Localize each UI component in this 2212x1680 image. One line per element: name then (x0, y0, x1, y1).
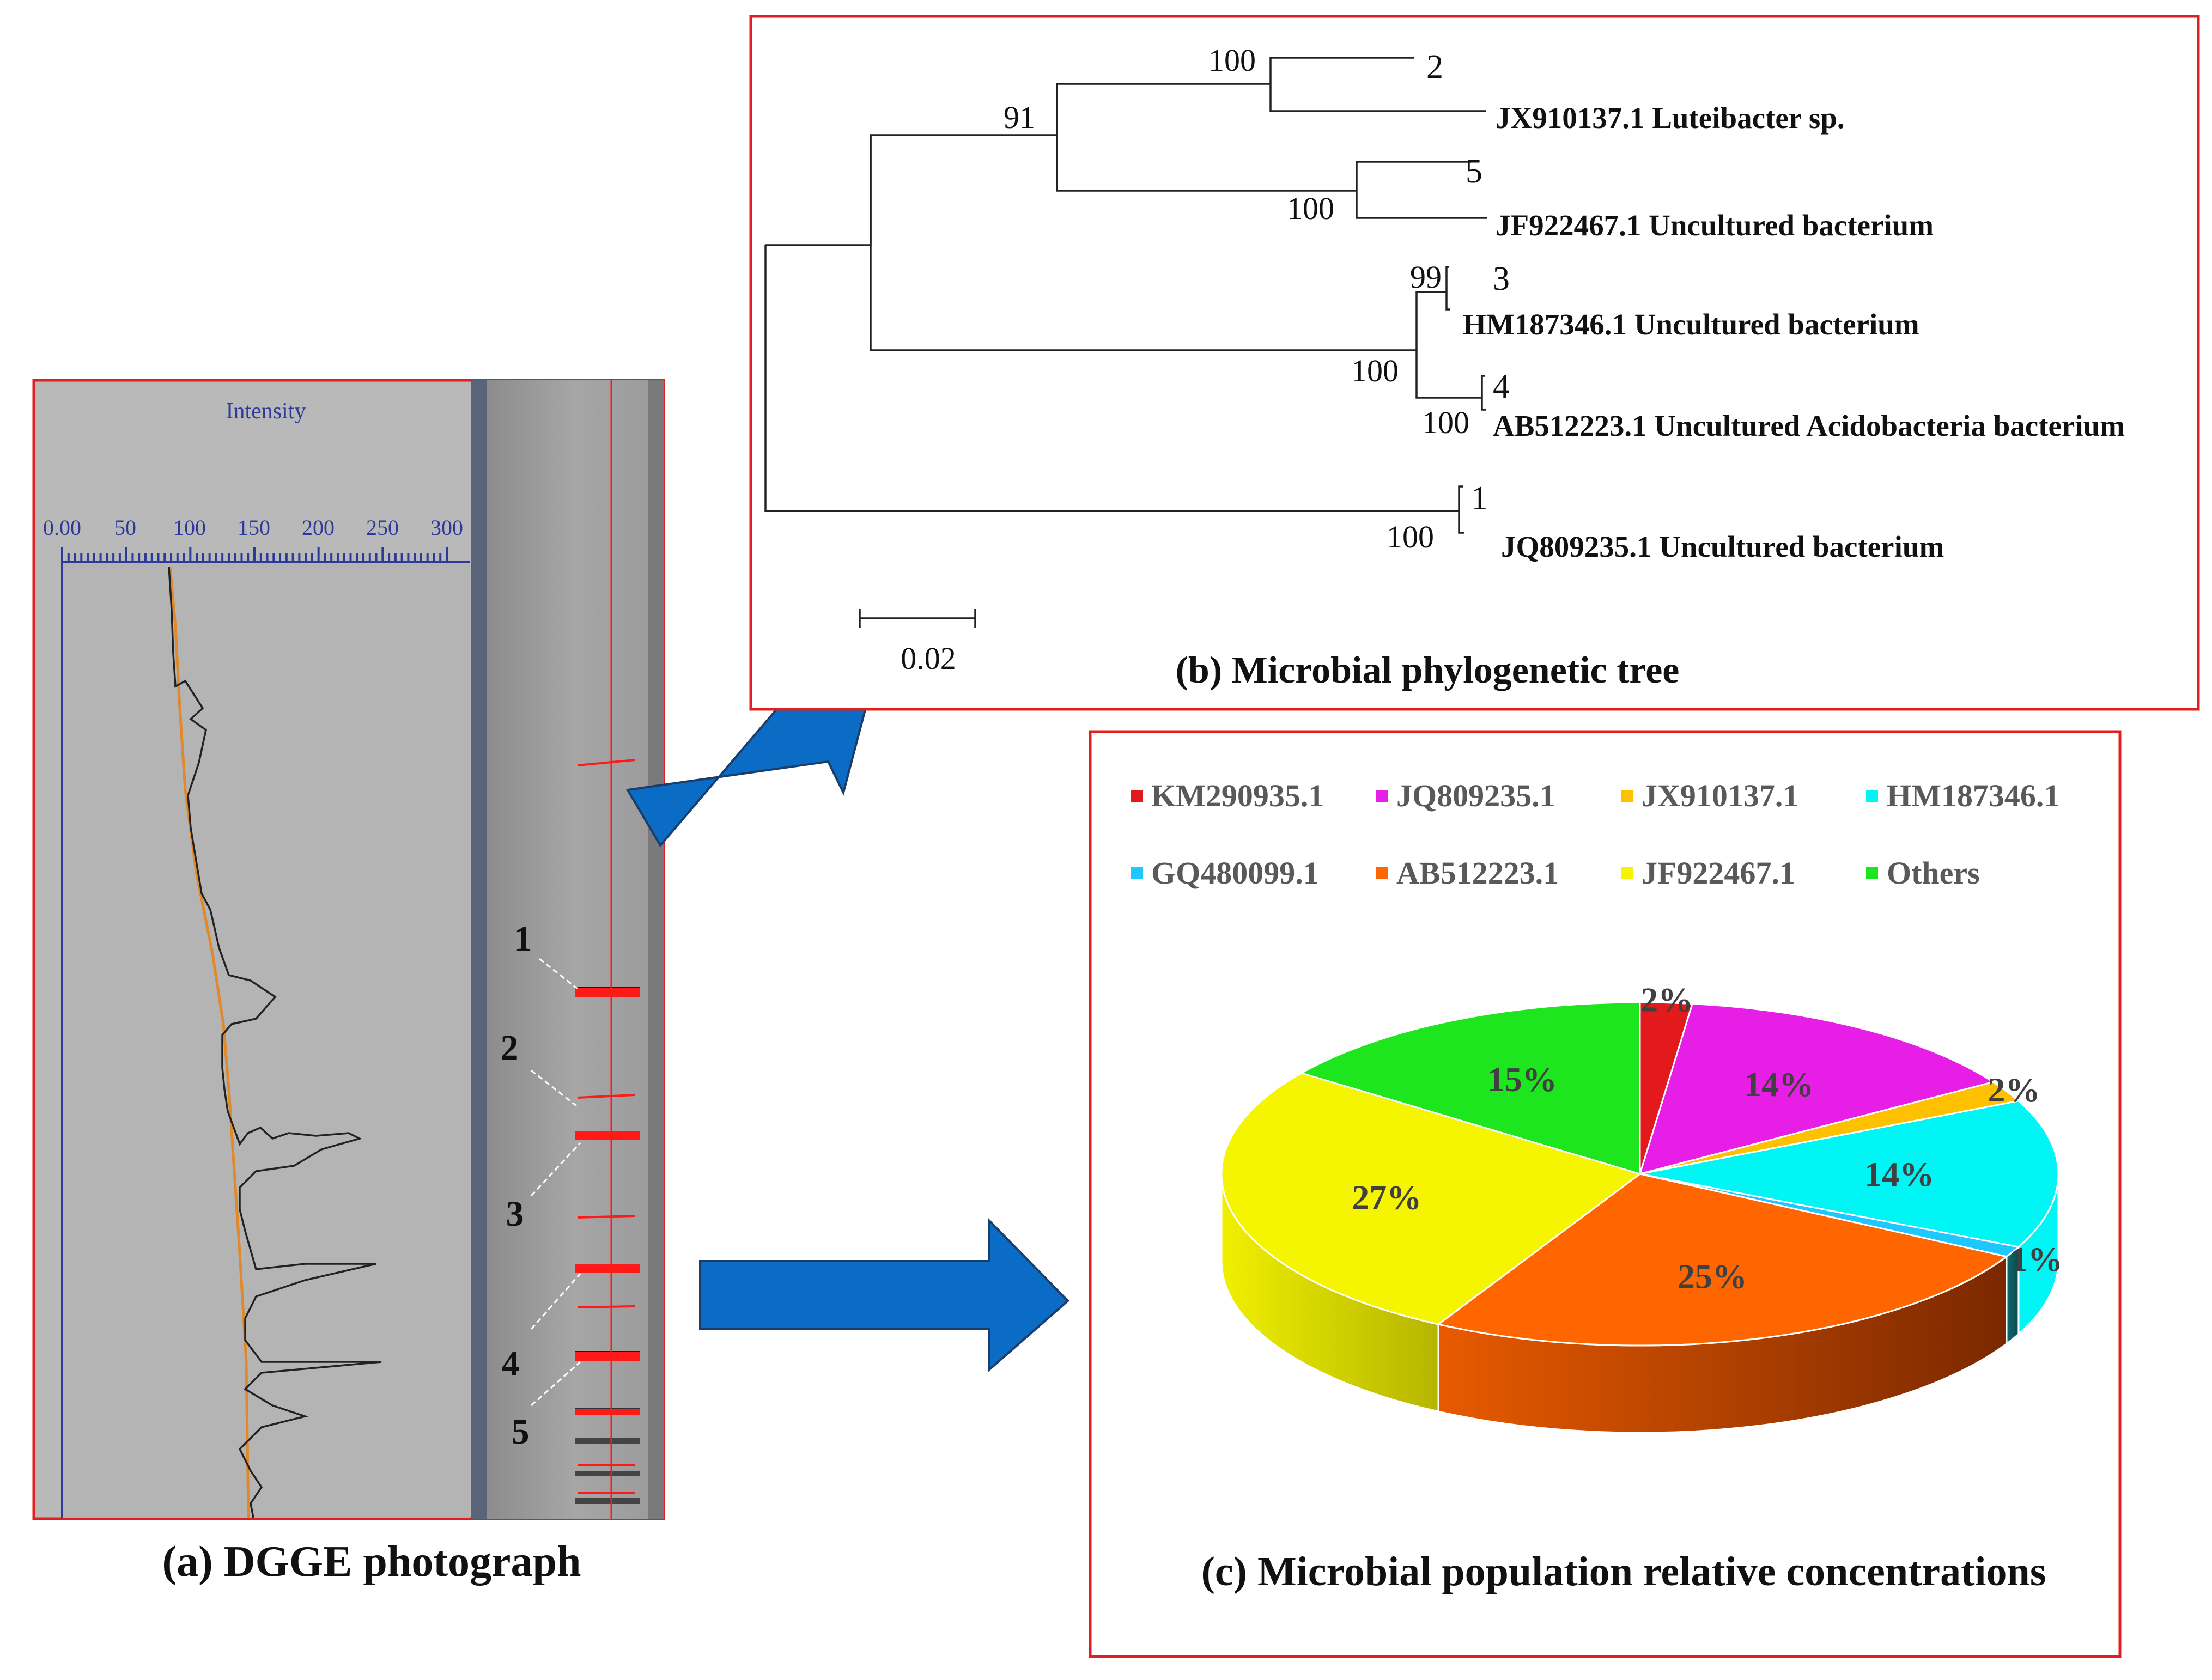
band-markers (575, 759, 640, 1494)
pie-chart: 2% 14% 2% 14% 1% 25% 27% 15% (1220, 980, 2063, 1434)
legend-item: Others (1866, 855, 1980, 891)
intensity-axis-title: Intensity (226, 399, 306, 424)
legend-item: JF922467.1 (1621, 855, 1795, 891)
leaf-label: JQ809235.1 Uncultured bacterium (1501, 530, 1944, 563)
tick-label: 100 (173, 515, 206, 540)
tick-label: 300 (430, 515, 463, 540)
legend-swatch (1376, 867, 1388, 879)
tree-branches (764, 57, 1487, 534)
legend-item: JX910137.1 (1621, 778, 1798, 813)
legend-swatch (1621, 790, 1633, 802)
band-label: 5 (512, 1412, 530, 1452)
pie-top (1220, 1001, 2059, 1347)
leaf-label: JX910137.1 Luteibacter sp. (1496, 101, 1845, 135)
bootstrap-value: 91 (1004, 100, 1035, 135)
band-label: 4 (502, 1344, 520, 1384)
leaf-label: JF922467.1 Uncultured bacterium (1496, 209, 1934, 242)
legend-label: Others (1887, 855, 1980, 891)
pie-legend: KM290935.1 JQ809235.1 JX910137.1 HM187346.1… (1131, 778, 2059, 891)
leaf-label: 2 (1426, 48, 1443, 86)
pie-slice (1299, 1001, 1641, 1176)
legend-label: JX910137.1 (1642, 778, 1798, 813)
tree-leaves: 2 JX910137.1 Luteibacter sp. 5 JF922467.… (1426, 48, 2125, 563)
band-labels: 1 2 3 4 5 (501, 919, 532, 1452)
panel-c-pie: KM290935.1 JQ809235.1 JX910137.1 HM187346.1… (1089, 730, 2122, 1658)
legend-item: KM290935.1 (1131, 778, 1324, 813)
pie-data-label: 1% (2010, 1240, 2063, 1279)
band-label: 3 (506, 1194, 524, 1234)
bootstrap-value: 99 (1410, 259, 1442, 295)
legend-label: HM187346.1 (1887, 778, 2059, 813)
intensity-axis-ticks: 0.00 50 100 150 200 250 300 (43, 515, 463, 540)
gel-lane (487, 380, 663, 1519)
bootstrap-value: 100 (1208, 42, 1256, 78)
legend-label: JQ809235.1 (1396, 778, 1555, 813)
pie-slice (1639, 1100, 2059, 1248)
leaf-label: 5 (1466, 153, 1482, 190)
legend-item: AB512223.1 (1376, 855, 1559, 891)
pie-slice (1638, 1002, 1996, 1176)
legend-swatch (1621, 867, 1633, 879)
bootstrap-value: 100 (1387, 519, 1434, 555)
bootstrap-value: 100 (1422, 405, 1469, 440)
leaf-label: AB512223.1 Uncultured Acidobacteria bact… (1493, 409, 2125, 442)
leaf-label: 1 (1471, 480, 1488, 517)
arrows (625, 666, 1069, 1373)
gel-dark-edge (648, 380, 664, 1519)
scale-bar-label: 0.02 (901, 641, 956, 676)
legend-label: JF922467.1 (1642, 855, 1795, 891)
pie-data-label: 27% (1352, 1178, 1421, 1217)
band-leaders (530, 958, 581, 1407)
panel-a-caption: (a) DGGE photograph (162, 1538, 581, 1586)
leaf-label: 4 (1493, 368, 1510, 405)
band-label: 2 (501, 1028, 519, 1068)
pie-data-label: 14% (1864, 1155, 1934, 1194)
panel-b-tree: 2 JX910137.1 Luteibacter sp. 5 JF922467.… (749, 15, 2200, 711)
tick-label: 150 (238, 515, 270, 540)
band-label: 1 (514, 919, 532, 959)
pie-data-label: 15% (1487, 1060, 1557, 1099)
intensity-axis (61, 547, 470, 1518)
pie-data-label: 25% (1678, 1257, 1747, 1296)
legend-swatch (1131, 867, 1143, 879)
divider-bar (471, 380, 487, 1519)
panel-a-dgge: Intensity 0.00 50 100 150 200 250 300 (32, 379, 665, 1586)
pie-data-label: 14% (1744, 1065, 1814, 1104)
pie-slice (1436, 1173, 2009, 1347)
pie-slice (1220, 1072, 1642, 1325)
legend-label: AB512223.1 (1396, 855, 1559, 891)
tick-label: 250 (366, 515, 399, 540)
panel-b-frame (749, 15, 2200, 711)
pie-data-label: 2% (1988, 1070, 2040, 1109)
scale-bar (859, 609, 976, 628)
baseline-curve (168, 566, 250, 1518)
plot-area (62, 562, 470, 1518)
legend-item: GQ480099.1 (1131, 855, 1319, 891)
pie-data-label: 2% (1640, 980, 1693, 1019)
bootstrap-value: 100 (1351, 353, 1399, 388)
legend-item: HM187346.1 (1866, 778, 2059, 813)
legend-label: GQ480099.1 (1151, 855, 1319, 891)
leaf-label: HM187346.1 Uncultured bacterium (1463, 308, 1919, 341)
legend-item: JQ809235.1 (1376, 778, 1555, 813)
legend-swatch (1866, 790, 1878, 802)
pie-data-labels: 2% 14% 2% 14% 1% 25% 27% 15% (1352, 980, 2063, 1295)
bootstrap-value: 100 (1287, 191, 1334, 226)
tick-label: 50 (114, 515, 136, 540)
legend-swatch (1866, 867, 1878, 879)
tick-label: 0.00 (43, 515, 81, 540)
intensity-profile (168, 566, 382, 1518)
panel-b-caption: (b) Microbial phylogenetic tree (1176, 649, 1680, 691)
legend-swatch (1131, 790, 1143, 802)
leaf-label: 3 (1493, 260, 1510, 297)
legend-swatch (1376, 790, 1388, 802)
arrow-to-pie-icon (699, 1218, 1069, 1373)
panel-c-caption: (c) Microbial population relative concen… (1201, 1549, 2046, 1594)
tick-label: 200 (302, 515, 335, 540)
bootstrap-values: 100 91 100 99 100 100 100 (1004, 42, 1469, 555)
legend-label: KM290935.1 (1151, 778, 1324, 813)
